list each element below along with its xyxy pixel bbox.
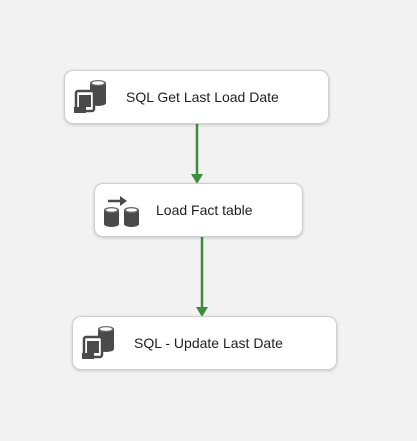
execute-sql-task-icon [72,77,112,117]
task-label: SQL Get Last Load Date [126,89,279,105]
task-sql-update-last-date[interactable]: SQL - Update Last Date [72,316,337,370]
task-label: Load Fact table [156,202,253,218]
task-label: SQL - Update Last Date [134,335,283,351]
task-sql-get-last-load-date[interactable]: SQL Get Last Load Date [64,70,329,124]
data-flow-task-icon [102,190,142,230]
task-load-fact-table[interactable]: Load Fact table [94,183,303,237]
precedence-constraint-1[interactable] [191,124,203,184]
precedence-constraint-2[interactable] [196,237,208,317]
execute-sql-task-icon [80,323,120,363]
